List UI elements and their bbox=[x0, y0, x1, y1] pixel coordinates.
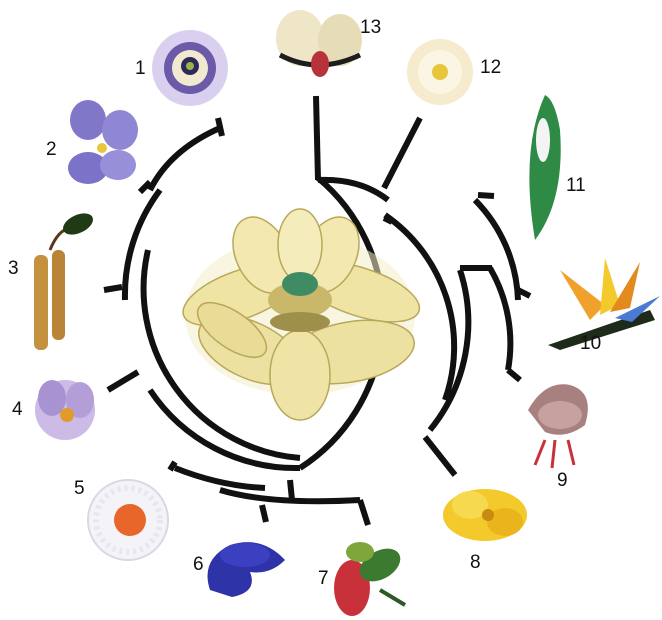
label-12: 12 bbox=[480, 57, 501, 78]
tree-branch-7 bbox=[360, 500, 368, 525]
blue-orchid-icon bbox=[208, 542, 286, 597]
label-10: 10 bbox=[580, 333, 601, 354]
label-9: 9 bbox=[557, 470, 568, 491]
white-star-flower-icon bbox=[407, 39, 473, 105]
tree-branch-6 bbox=[262, 505, 266, 522]
label-7: 7 bbox=[318, 568, 329, 589]
label-1: 1 bbox=[135, 58, 146, 79]
tree-branch-5 bbox=[170, 462, 175, 470]
tree-branch-11 bbox=[478, 195, 494, 196]
lily-icon bbox=[528, 384, 588, 468]
tree-branch-13 bbox=[316, 96, 318, 180]
passion-flower-icon bbox=[152, 30, 228, 106]
tree-branch-2 bbox=[140, 182, 150, 192]
tree-arc-5-6 bbox=[175, 468, 265, 488]
tree-connector-bottom bbox=[290, 480, 292, 500]
tree-branch-1 bbox=[218, 118, 222, 136]
white-orchid-bud-icon bbox=[276, 10, 362, 77]
catkins-icon bbox=[34, 209, 96, 350]
green-red-flower-icon bbox=[334, 542, 406, 616]
tree-arc-9-10 bbox=[490, 268, 510, 370]
daisy-icon bbox=[88, 480, 168, 560]
label-11: 11 bbox=[566, 175, 586, 196]
tree-branch-12 bbox=[384, 118, 420, 188]
buttercup-icon bbox=[443, 489, 527, 541]
label-4: 4 bbox=[12, 399, 23, 420]
tree-arc-right-mid bbox=[430, 270, 468, 430]
tree-arc-1-2 bbox=[150, 128, 220, 190]
tree-branch-9 bbox=[508, 370, 520, 380]
label-13: 13 bbox=[360, 17, 381, 38]
bird-of-paradise-icon bbox=[548, 258, 660, 350]
label-2: 2 bbox=[46, 139, 57, 160]
label-3: 3 bbox=[8, 258, 19, 279]
violet-icon bbox=[68, 100, 138, 184]
tree-branch-8 bbox=[425, 437, 455, 475]
label-6: 6 bbox=[193, 554, 204, 575]
magnolia-ancestral-flower-icon bbox=[175, 208, 426, 420]
label-5: 5 bbox=[74, 478, 85, 499]
label-8: 8 bbox=[470, 552, 481, 573]
tree-branch-4 bbox=[108, 372, 138, 390]
calla-spathe-icon bbox=[529, 95, 560, 240]
tree-connector-12 bbox=[384, 218, 392, 222]
crocus-icon bbox=[35, 380, 95, 440]
tree-branch-3 bbox=[104, 287, 122, 290]
